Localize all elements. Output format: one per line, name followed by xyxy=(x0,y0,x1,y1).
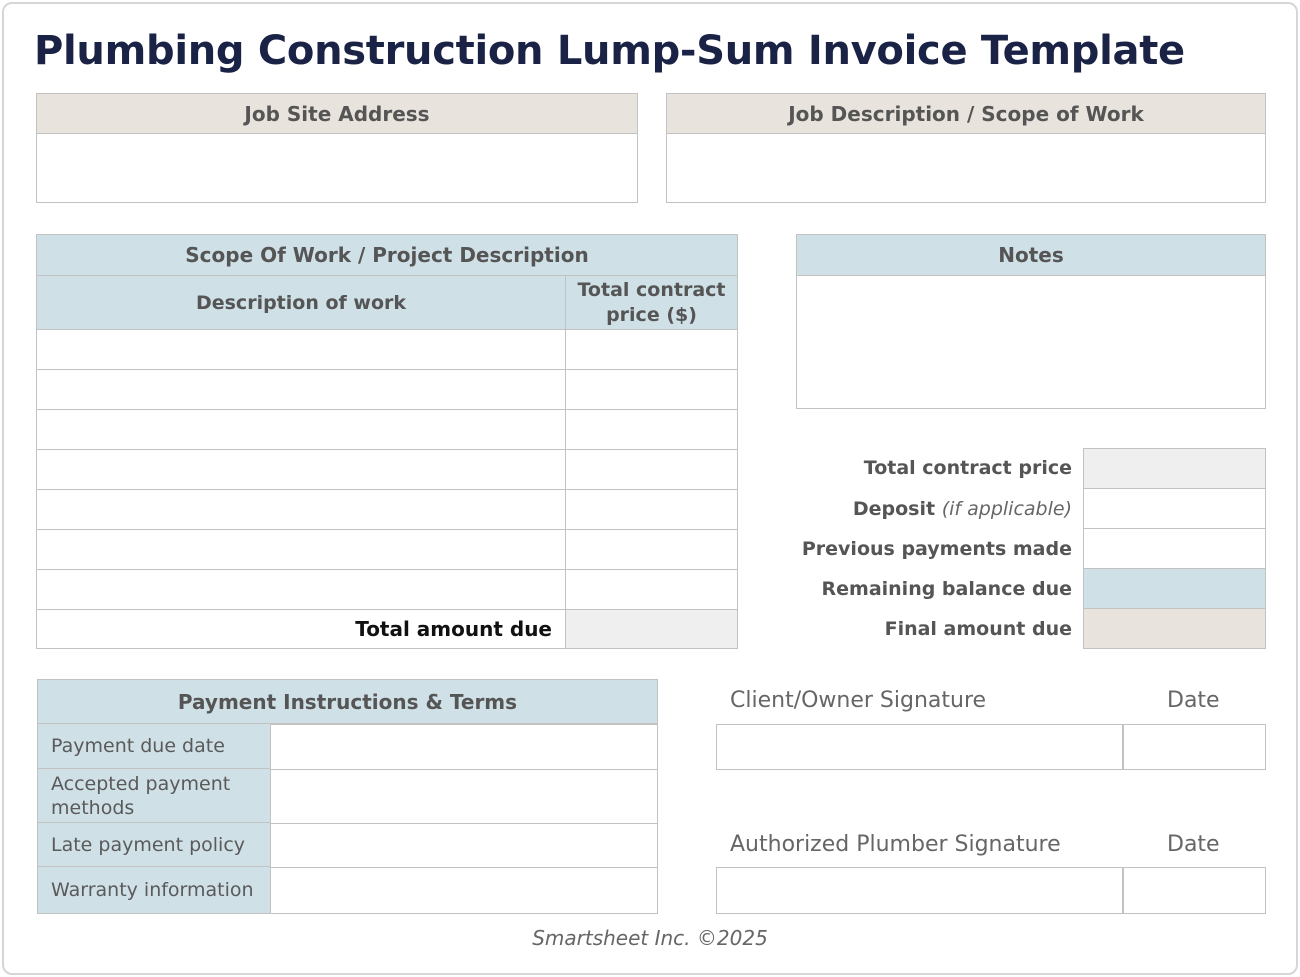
accepted-payment-methods-field[interactable] xyxy=(270,769,658,824)
payment-due-date-field[interactable] xyxy=(270,724,658,770)
total-contract-price-label: Total contract price xyxy=(864,457,1072,479)
deposit-label: Deposit (if applicable) xyxy=(853,498,1072,520)
previous-payments-value[interactable] xyxy=(1083,528,1266,569)
total-amount-due-label: Total amount due xyxy=(36,609,566,649)
table-row-7-price[interactable] xyxy=(565,569,738,610)
table-row-1-price[interactable] xyxy=(565,329,738,370)
total-amount-due-value[interactable] xyxy=(565,609,738,649)
col-header-price-line1: Total contract xyxy=(577,278,726,301)
table-row-5-price[interactable] xyxy=(565,489,738,530)
notes-box: Notes xyxy=(796,234,1266,409)
client-date-label: Date xyxy=(1167,688,1220,713)
deposit-value[interactable] xyxy=(1083,488,1266,529)
final-amount-text: Final amount due xyxy=(884,618,1072,640)
total-contract-price-text: Total contract price xyxy=(863,457,1072,479)
plumber-date-field[interactable] xyxy=(1122,867,1266,914)
client-signature-field[interactable] xyxy=(716,724,1124,770)
footer-copyright: Smartsheet Inc. ©2025 xyxy=(532,926,768,950)
warranty-information-label: Warranty information xyxy=(38,867,270,913)
job-site-address-header: Job Site Address xyxy=(37,94,637,134)
job-site-address-box: Job Site Address xyxy=(36,93,638,203)
scope-table-header: Scope Of Work / Project Description xyxy=(36,234,738,276)
accepted-payment-methods-label: Accepted payment methods xyxy=(38,769,270,823)
total-contract-price-value[interactable] xyxy=(1083,448,1266,489)
plumber-date-label: Date xyxy=(1167,832,1220,857)
job-site-address-field[interactable] xyxy=(37,134,637,202)
table-row-7-description[interactable] xyxy=(36,569,566,610)
table-row-6-description[interactable] xyxy=(36,529,566,570)
final-amount-label: Final amount due xyxy=(885,618,1072,640)
table-row-4-price[interactable] xyxy=(565,449,738,490)
previous-payments-text: Previous payments made xyxy=(801,538,1072,560)
payment-terms-header: Payment Instructions & Terms xyxy=(38,680,657,724)
job-description-box: Job Description / Scope of Work xyxy=(666,93,1266,203)
warranty-information-field[interactable] xyxy=(270,867,658,914)
table-row-4-description[interactable] xyxy=(36,449,566,490)
plumber-signature-label: Authorized Plumber Signature xyxy=(730,832,1061,857)
notes-header: Notes xyxy=(797,235,1265,276)
col-header-price: Total contract price ($) xyxy=(565,275,738,330)
page-title: Plumbing Construction Lump-Sum Invoice T… xyxy=(34,28,1185,74)
table-row-3-description[interactable] xyxy=(36,409,566,450)
table-row-1-description[interactable] xyxy=(36,329,566,370)
payment-due-date-label: Payment due date xyxy=(38,724,270,769)
late-payment-policy-field[interactable] xyxy=(270,823,658,868)
job-description-field[interactable] xyxy=(667,134,1265,202)
deposit-text: Deposit xyxy=(852,498,936,520)
notes-field[interactable] xyxy=(797,276,1265,407)
deposit-note: (if applicable) xyxy=(941,498,1072,520)
remaining-balance-value[interactable] xyxy=(1083,568,1266,609)
col-header-price-line2: price ($) xyxy=(606,303,697,326)
previous-payments-label: Previous payments made xyxy=(802,538,1072,560)
client-date-field[interactable] xyxy=(1122,724,1266,770)
remaining-balance-label: Remaining balance due xyxy=(822,578,1073,600)
table-row-2-description[interactable] xyxy=(36,369,566,410)
client-signature-label: Client/Owner Signature xyxy=(730,688,987,713)
col-header-description: Description of work xyxy=(36,275,566,330)
final-amount-value[interactable] xyxy=(1083,608,1266,649)
table-row-3-price[interactable] xyxy=(565,409,738,450)
table-row-2-price[interactable] xyxy=(565,369,738,410)
late-payment-policy-label: Late payment policy xyxy=(38,823,270,867)
plumber-signature-field[interactable] xyxy=(716,867,1124,914)
table-row-5-description[interactable] xyxy=(36,489,566,530)
job-description-header: Job Description / Scope of Work xyxy=(667,94,1265,134)
remaining-balance-text: Remaining balance due xyxy=(821,578,1073,600)
table-row-6-price[interactable] xyxy=(565,529,738,570)
